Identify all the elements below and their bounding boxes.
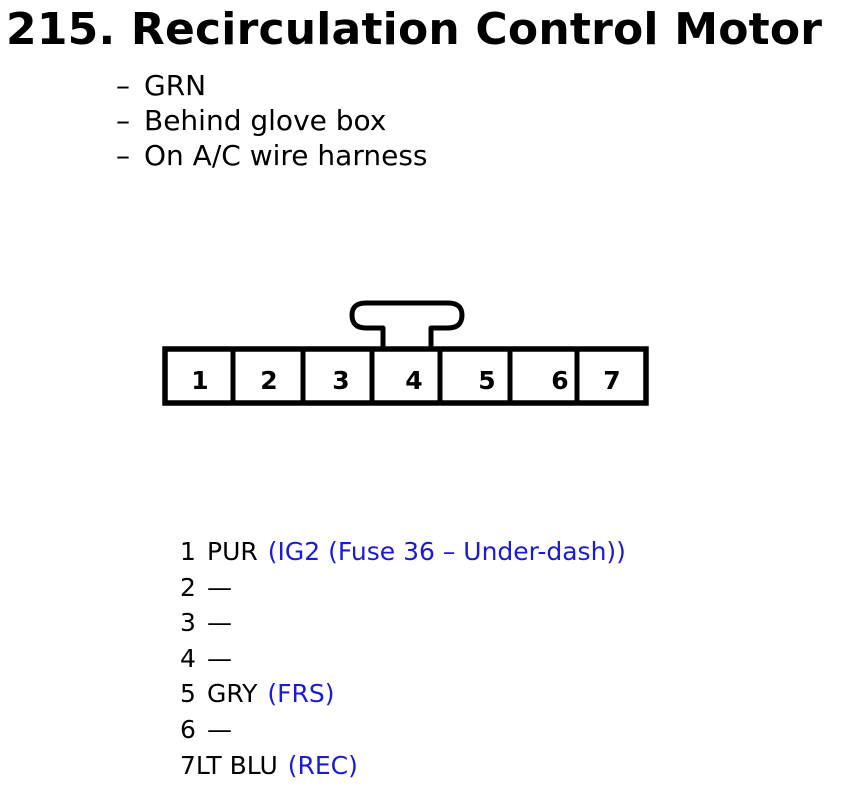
pin-number: 2 <box>180 572 196 602</box>
pin-label-1: 1 <box>191 366 208 395</box>
note-bullet: – <box>116 69 130 102</box>
pin-label-6: 6 <box>551 366 568 395</box>
pin-function: (FRS) <box>267 679 335 709</box>
pin-label-7: 7 <box>603 366 620 395</box>
pinout-row: 5 GRY (FRS) <box>180 676 626 712</box>
wire-color: GRY <box>207 679 258 709</box>
note-bullet: – <box>116 139 130 172</box>
pinout-row: 1 PUR (IG2 (Fuse 36 – Under-dash)) <box>180 534 626 570</box>
pin-label-2: 2 <box>260 366 277 395</box>
pin-label-5: 5 <box>478 366 495 395</box>
note-item: –On A/C wire harness <box>116 138 428 173</box>
connector-locking-tab <box>349 300 465 348</box>
pin-number: 1 <box>180 537 196 566</box>
note-bullet: – <box>116 104 130 137</box>
connector-diagram: 1 2 3 4 5 6 7 <box>162 300 649 406</box>
note-text: GRN <box>144 69 207 102</box>
wire-color: — <box>207 572 232 602</box>
pinout-row: 3— <box>180 605 626 641</box>
page-title: 215. Recirculation Control Motor <box>6 4 823 55</box>
pin-function: (REC) <box>287 750 358 780</box>
wire-color: PUR <box>207 537 258 566</box>
note-text: On A/C wire harness <box>144 139 428 172</box>
pin-number: 6 <box>180 714 196 744</box>
pin-function: (IG2 (Fuse 36 – Under-dash)) <box>267 537 626 566</box>
pinout-row: 2— <box>180 570 626 606</box>
connector-body <box>162 346 649 406</box>
pin-number: 7 <box>180 750 196 780</box>
wire-color: — <box>207 608 232 638</box>
pin-number: 3 <box>180 608 196 638</box>
pin-label-4: 4 <box>405 366 422 395</box>
pinout-row: 4— <box>180 641 626 677</box>
pin-label-3: 3 <box>332 366 349 395</box>
connector-notes: –GRN –Behind glove box –On A/C wire harn… <box>116 68 428 173</box>
note-item: –Behind glove box <box>116 103 428 138</box>
pinout-row: 6— <box>180 712 626 748</box>
wire-color: LT BLU <box>195 750 278 780</box>
wire-color: — <box>207 714 232 744</box>
pin-number: 5 <box>180 679 196 709</box>
note-item: –GRN <box>116 68 428 103</box>
pin-number: 4 <box>180 643 196 673</box>
note-text: Behind glove box <box>144 104 387 137</box>
pinout-row: 7LT BLU (REC) <box>180 748 626 784</box>
wire-color: — <box>207 643 232 673</box>
